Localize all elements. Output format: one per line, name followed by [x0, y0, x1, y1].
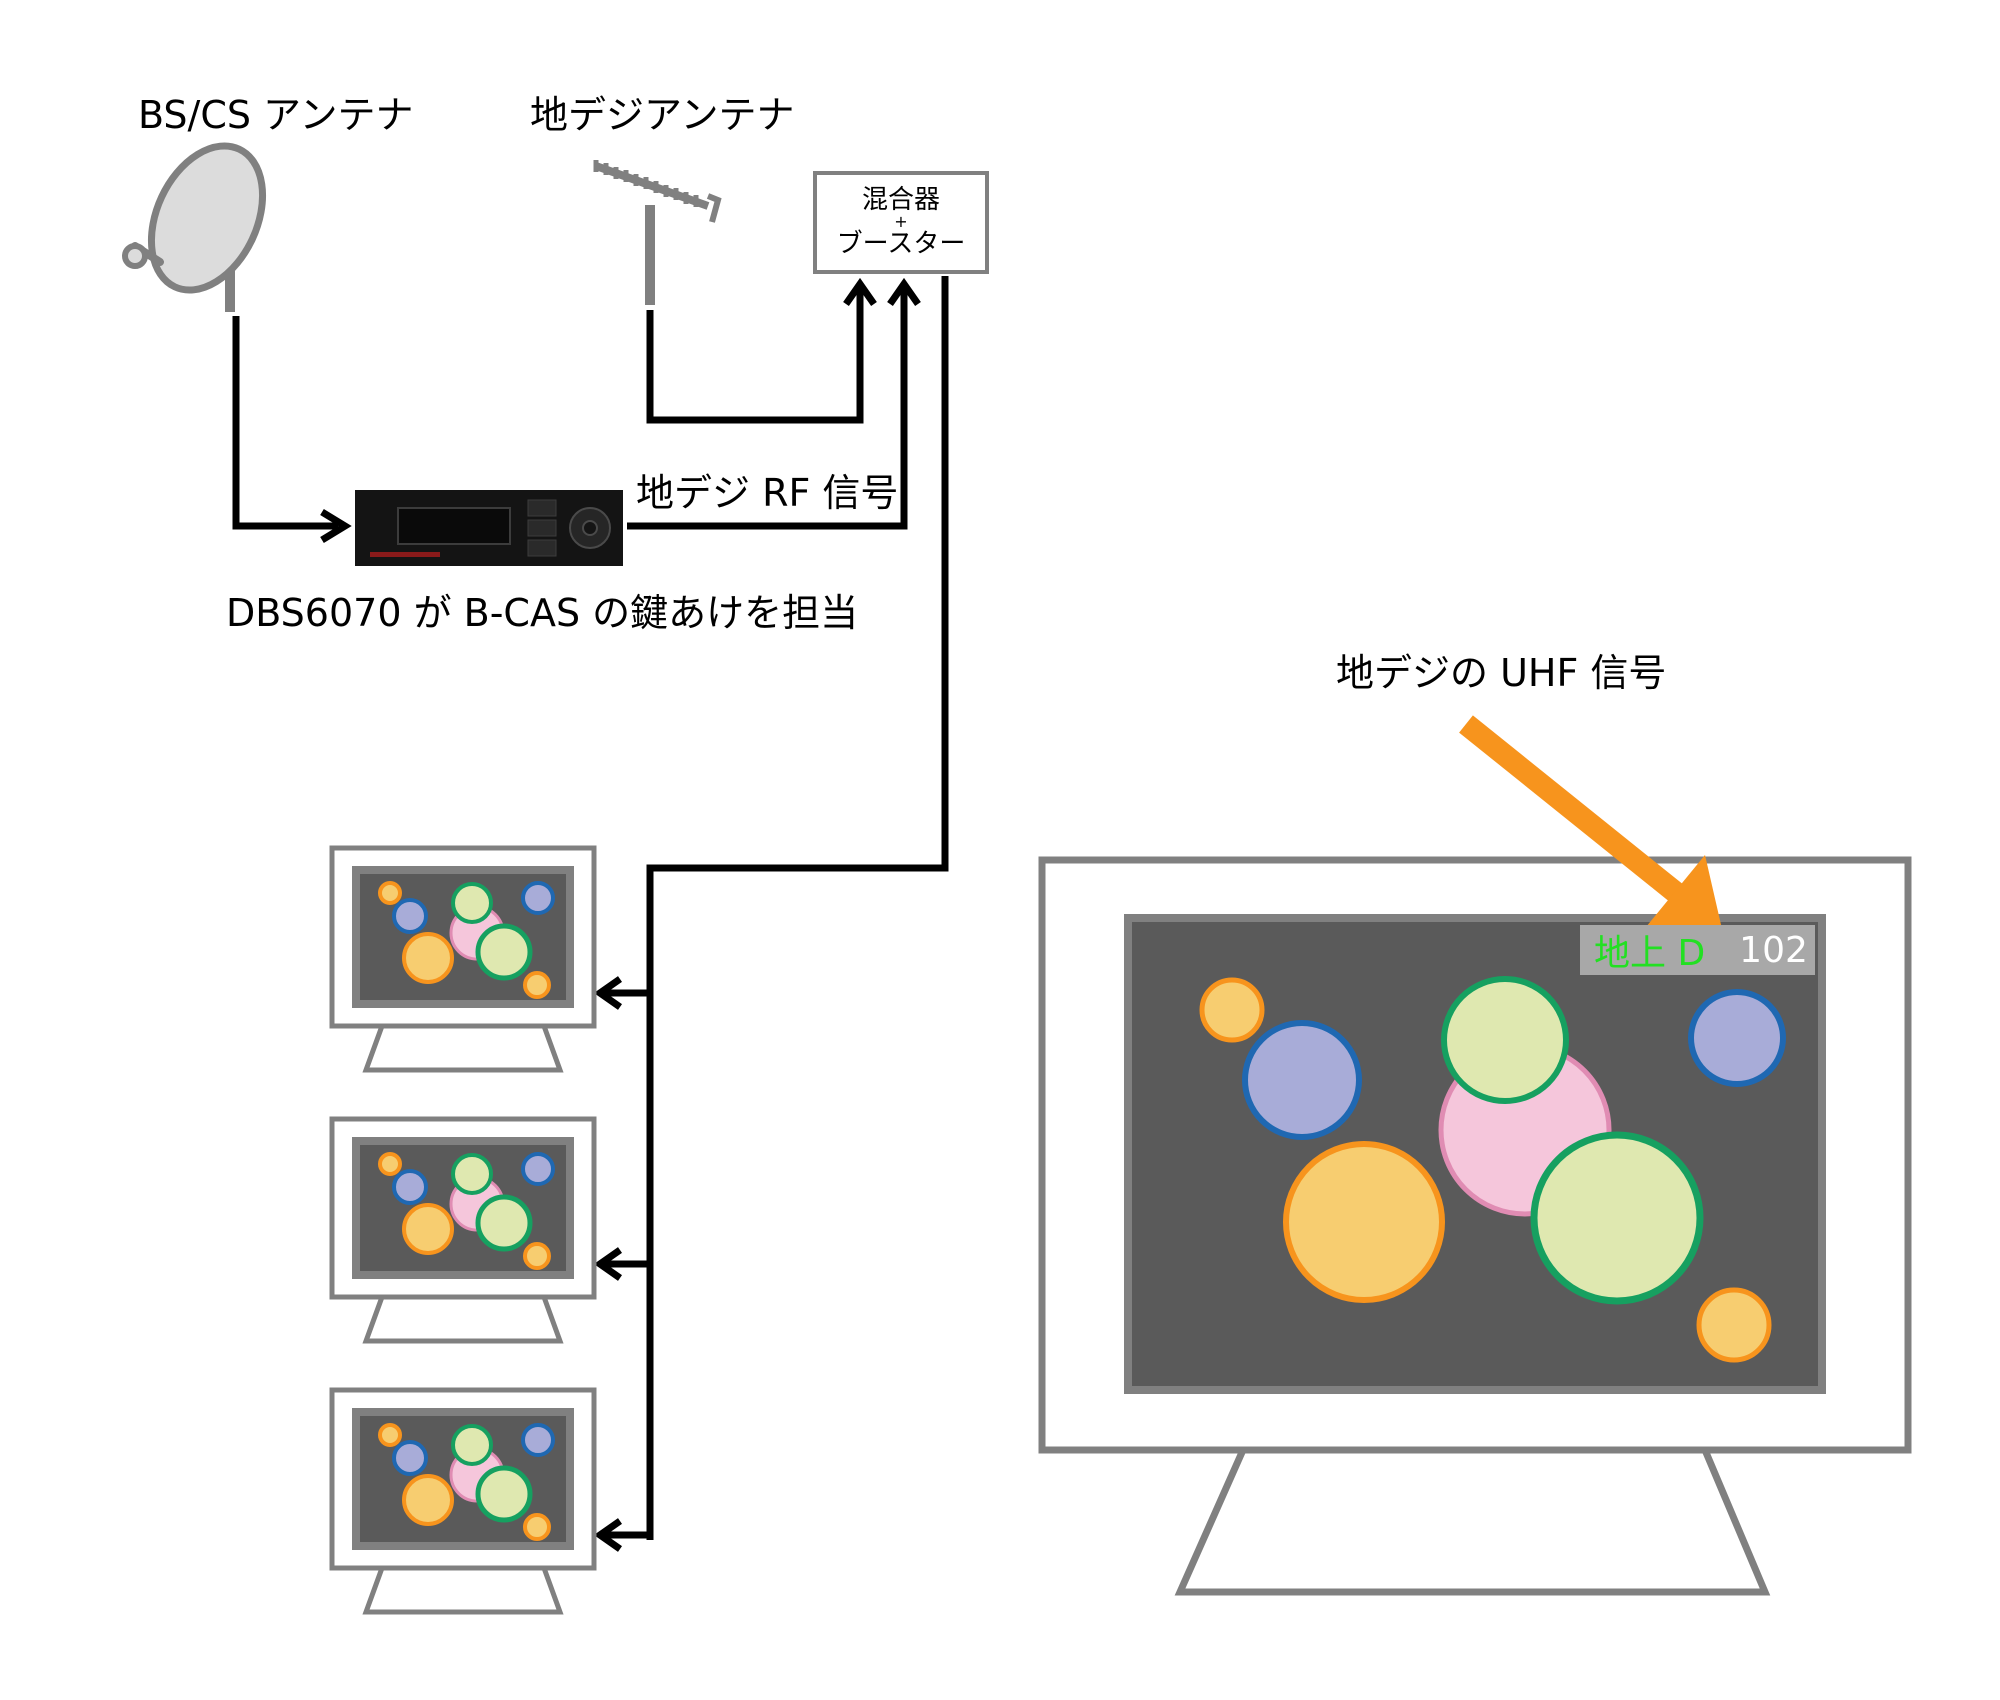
mixer-booster-box: 混合器 + ブースター — [813, 171, 989, 274]
channel-number: 102 — [1739, 929, 1808, 971]
tv-icon — [332, 1390, 594, 1612]
satellite-dish-icon — [122, 142, 267, 312]
set-top-box-icon — [355, 490, 623, 566]
rf-signal-label: 地デジ RF 信号 — [636, 471, 899, 515]
uhf-signal-label: 地デジの UHF 信号 — [1336, 651, 1667, 695]
booster-label: ブースター — [836, 228, 966, 259]
signal-cables — [232, 276, 949, 1540]
channel-name: 地上 D — [1594, 933, 1706, 974]
bs-cs-antenna-label: BS/CS アンテナ — [138, 93, 414, 137]
mixer-plus-label: + — [894, 212, 908, 232]
mixer-label: 混合器 — [861, 184, 940, 215]
tv-icon — [332, 1119, 594, 1341]
terrestrial-antenna-label: 地デジアンテナ — [530, 93, 795, 137]
channel-overlay: 地上 D 102 — [1580, 925, 1815, 975]
arrowheads — [320, 277, 921, 1552]
yagi-antenna-icon — [593, 160, 722, 305]
uhf-signal-arrow — [1459, 715, 1722, 929]
tv-icon — [332, 848, 594, 1070]
decoder-caption: DBS6070 が B-CAS の鍵あけを担当 — [226, 591, 859, 635]
